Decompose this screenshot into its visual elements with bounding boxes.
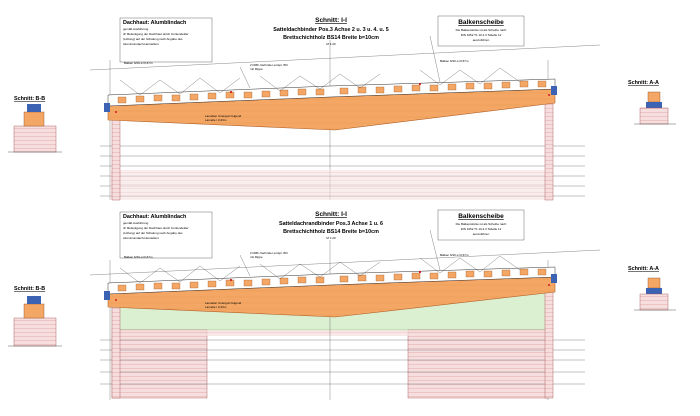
end-detail-left-bottom (104, 291, 110, 300)
note-line-1-top: gemäß Ausführung (123, 27, 149, 31)
beam-heading-bottom: Satteldachrandbinder Pos.3 Achse 1 u. 6 (279, 221, 383, 227)
scale-label-bottom: M 1:20 (326, 236, 336, 240)
section-bb-title-top: Schnitt: B-B (14, 96, 45, 102)
beam-material-bottom: Brettschichtholz BS14 Breite b=10cm (283, 229, 379, 235)
rafter-blocks-bottom (117, 268, 547, 292)
note-line-1-bottom: gemäß Ausführung (123, 221, 149, 225)
balkenscheibe-line-2-bottom: DIN 1052 T1 10.2.3 Tabelle 12 (461, 227, 502, 231)
beam-heading-top: Satteldachbinder Pos.3 Achse 2 u. 3 u. 4… (273, 27, 388, 33)
lamellen-label-bottom: Lamellen Untergurt folgend (205, 301, 242, 305)
leader-lines-bottom (119, 229, 521, 284)
section-title-bottom: Schnitt: I-I (315, 211, 347, 218)
balkenscheibe-line-1-bottom: Die Balkenstücke ist als Scheibe nach (456, 222, 507, 226)
section-aa-top: Schnitt: A-A (628, 80, 676, 125)
wall-elevation-top (110, 170, 548, 200)
balkenscheibe-line-1-top: Die Balkenstücke ist als Scheibe nach (456, 28, 507, 32)
end-detail-right-top (551, 86, 557, 95)
column-right-top (544, 94, 554, 201)
note-box-balkenscheibe-bottom (437, 209, 525, 241)
note-title-dachhaut-bottom: Dachhaut: Alumblindach (123, 214, 186, 220)
red-markers-top (115, 82, 550, 113)
note-line-4-bottom: Aluminiumdach-Herstellers (123, 236, 159, 240)
note-line-3-top: (Lüftung) auf der Schalung nach Angabe d… (123, 37, 183, 41)
note-line-2-top: df. Befestigung der Dachhaut durch Konle… (123, 32, 189, 36)
scale-label-top: M 1:20 (326, 42, 336, 46)
balkenscheibe-line-2-top: DIN 1052 T1 10.2.3 Tabelle 12 (461, 33, 502, 37)
balkenscheibe-title-bottom: Balkenscheibe (458, 213, 504, 220)
section-bb-top: Schnitt: B-B (8, 96, 62, 153)
balkenscheibe-line-3-top: auszuführen (473, 38, 490, 42)
sparren-left-label-bottom: Balken 6/20 e=0,67m (124, 255, 153, 259)
red-markers-bottom (115, 270, 550, 301)
balkenscheibe-title-top: Balkenscheibe (458, 19, 504, 26)
column-right-bottom (544, 284, 554, 399)
section-aa-title-top: Schnitt: A-A (628, 80, 659, 86)
sparren-right-label-top: Balken 6/20 e=0,67m (440, 59, 469, 63)
balkenscheibe-line-3-bottom: auszuführen (473, 232, 490, 236)
lamellen-label-top: Lamellen Untergurt folgend (205, 114, 242, 118)
beam-material-top: Brettschichtholz BS14 Breite b=10cm (283, 35, 379, 41)
lamellen-sub-bottom: Lamelle t 0,33m (205, 305, 227, 309)
sparren-right-label-bottom: Balken 6/20 e=0,67m (440, 253, 469, 257)
note-title-dachhaut-top: Dachhaut: Alumblindach (123, 20, 186, 26)
bolt-label-top: 2 DMF-Verbinder entspr. BO (250, 63, 289, 67)
note-line-2-bottom: df. Befestigung der Dachhaut durch Konle… (123, 226, 189, 230)
column-left-bottom (111, 299, 121, 399)
sparren-left-label-top: Balken 6/20 e=0,67m (124, 61, 153, 65)
dimension-lines-bottom (89, 240, 601, 400)
section-title-top: Schnitt: I-I (315, 17, 347, 24)
drawing-top: Dachhaut: Alumblindach gemäß Ausführung … (89, 15, 601, 201)
note-box-balkenscheibe-top (437, 15, 525, 47)
bolt-sub-bottom: mit Rippe (250, 255, 263, 259)
section-aa-title-bottom: Schnitt: A-A (628, 266, 659, 272)
note-line-4-top: Aluminiumdach-Herstellers (123, 42, 159, 46)
note-box-dachhaut-top (119, 17, 213, 63)
section-bb-title-bottom: Schnitt: B-B (14, 286, 45, 292)
note-box-dachhaut-bottom (119, 211, 213, 259)
section-aa-bottom: Schnitt: A-A (628, 266, 676, 311)
bolt-sub-top: mit Rippe (250, 67, 263, 71)
column-left-top (111, 111, 121, 201)
wall-lower-left (111, 329, 208, 399)
section-bb-bottom: Schnitt: B-B (8, 286, 62, 347)
bolt-label-bottom: 2 DMF-Verbinder entspr. BO (250, 251, 289, 255)
end-detail-left-top (104, 103, 110, 112)
note-line-3-bottom: (Lüftung) auf der Schalung nach Angabe d… (123, 231, 183, 235)
rafter-blocks-top (117, 80, 547, 104)
wall-lower-right (407, 329, 549, 399)
drawing-bottom: Dachhaut: Alumblindach gemäß Ausführung … (89, 209, 601, 400)
leader-lines-top (119, 35, 521, 96)
lamellen-sub-top: Lamelle t 0,33m (205, 118, 227, 122)
end-detail-right-bottom (551, 274, 557, 283)
